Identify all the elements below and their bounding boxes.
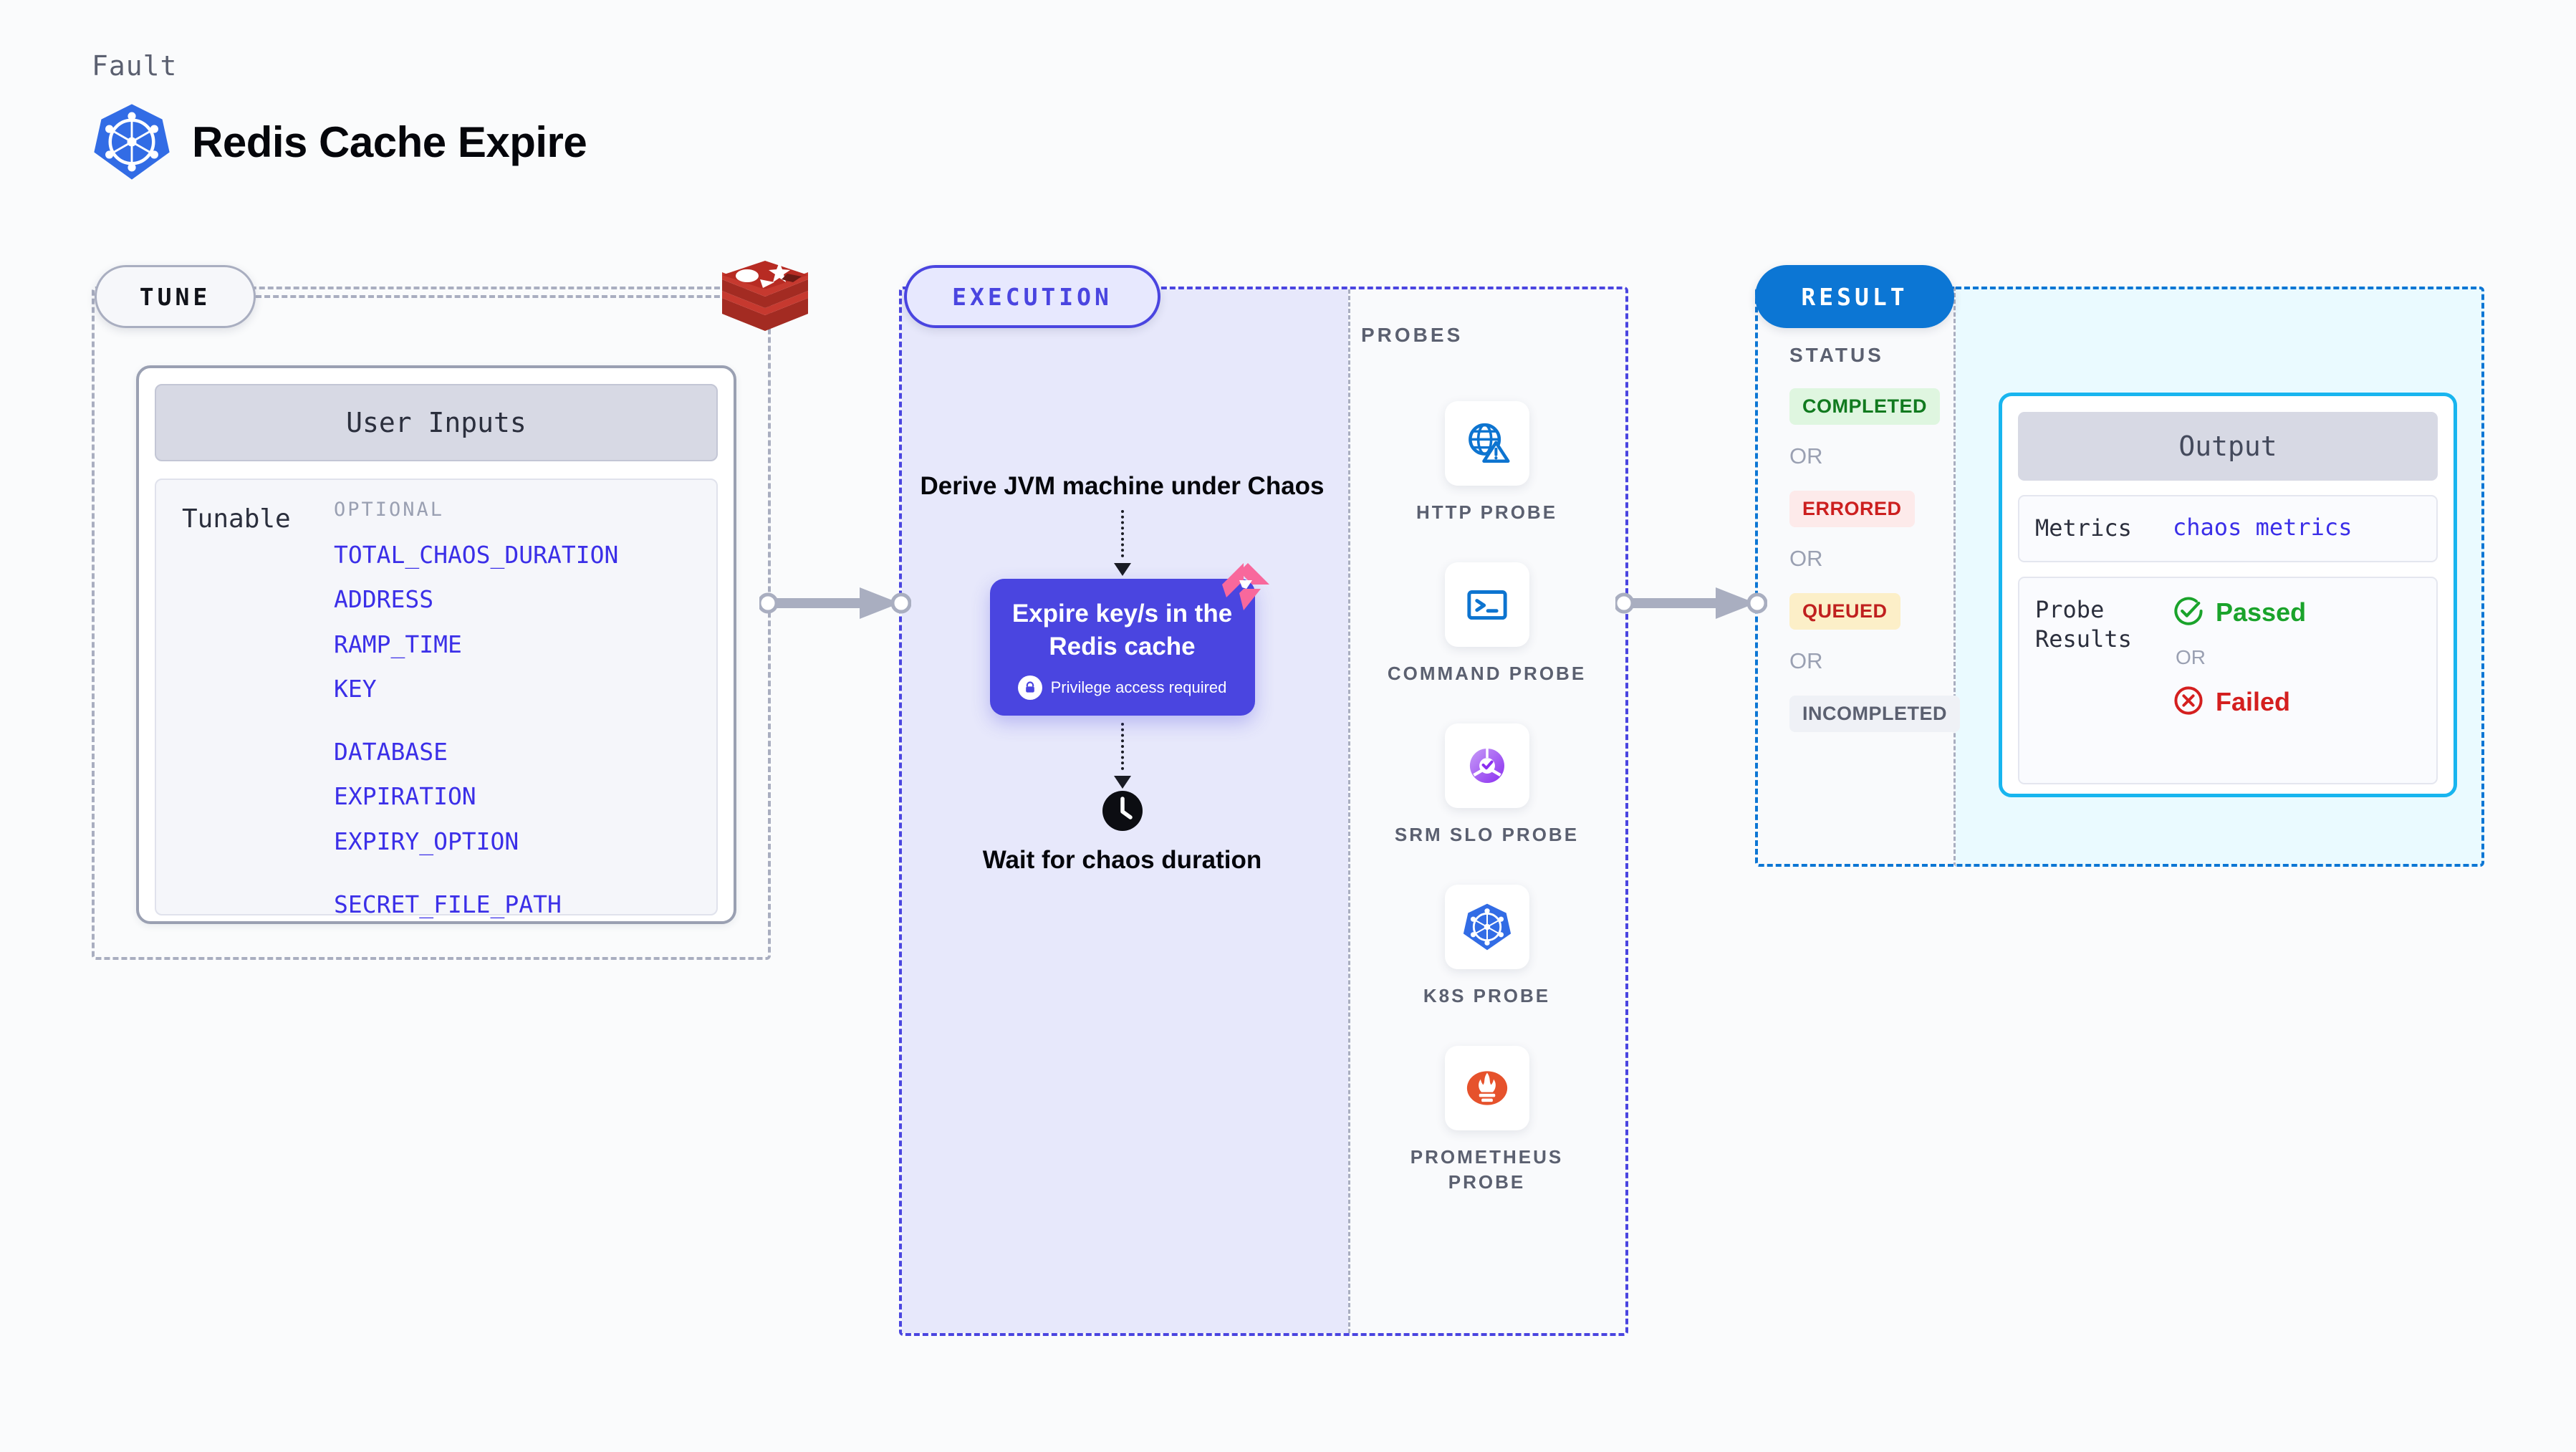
chaos-action-card[interactable]: Expire key/s in the Redis cache Privileg… bbox=[989, 579, 1255, 716]
probe-result-passed-label: Passed bbox=[2216, 597, 2307, 628]
flow-arrow-2 bbox=[1113, 776, 1131, 789]
page-title: Redis Cache Expire bbox=[192, 117, 587, 166]
probe-label-http: HTTP PROBE bbox=[1416, 501, 1558, 523]
terminal-icon bbox=[1444, 562, 1529, 648]
probe-item-k8s[interactable]: K8S PROBE bbox=[1383, 885, 1591, 1009]
lock-icon bbox=[1017, 675, 1042, 701]
flow-arrow-1 bbox=[1113, 563, 1131, 577]
wait-step-label: Wait for chaos duration bbox=[982, 846, 1262, 875]
privilege-note-row: Privilege access required bbox=[1006, 675, 1239, 701]
probe-label-prometheus: PROMETHEUS PROBE bbox=[1410, 1146, 1564, 1193]
probe-result-passed: Passed bbox=[2173, 595, 2306, 630]
tunable-label: Tunable bbox=[182, 504, 291, 534]
status-badge-incompleted: INCOMPLETED bbox=[1789, 696, 1961, 732]
user-inputs-card: User Inputs Tunable OPTIONAL TOTAL_CHAOS… bbox=[136, 365, 736, 924]
execution-to-result-arrow bbox=[1613, 582, 1768, 625]
status-badge-errored: ERRORED bbox=[1789, 491, 1915, 527]
redis-icon bbox=[719, 252, 812, 344]
status-or-3: OR bbox=[1789, 648, 1823, 673]
tunable-param-ramp-time[interactable]: RAMP_TIME bbox=[334, 630, 462, 658]
tunable-param-key[interactable]: KEY bbox=[334, 674, 377, 703]
status-column bbox=[1755, 287, 1956, 867]
flow-connector-2 bbox=[1120, 723, 1124, 771]
status-badge-completed: COMPLETED bbox=[1789, 388, 1941, 425]
output-card: Output Metrics chaos metrics Probe Resul… bbox=[1999, 393, 2457, 797]
probe-result-or: OR bbox=[2176, 645, 2206, 668]
tunable-param-total-chaos-duration[interactable]: TOTAL_CHAOS_DURATION bbox=[334, 541, 619, 569]
fault-kind-label: Fault bbox=[92, 50, 178, 82]
tunable-param-secret-file-path[interactable]: SECRET_FILE_PATH bbox=[334, 890, 562, 919]
status-or-1: OR bbox=[1789, 443, 1823, 468]
tunable-param-expiry-option[interactable]: EXPIRY_OPTION bbox=[334, 827, 519, 855]
probe-label-command: COMMAND PROBE bbox=[1387, 663, 1587, 685]
tune-logo-connector-line bbox=[256, 295, 729, 298]
execution-section-badge: EXECUTION bbox=[904, 265, 1160, 328]
status-panel: STATUS COMPLETED OR ERRORED OR QUEUED OR… bbox=[1755, 287, 1961, 867]
chaos-fault-ribbon-icon bbox=[1218, 559, 1274, 615]
result-section-badge: RESULT bbox=[1755, 265, 1954, 328]
probe-item-command[interactable]: COMMAND PROBE bbox=[1383, 562, 1591, 686]
chaos-action-wrapper: Expire key/s in the Redis cache Privileg… bbox=[989, 563, 1269, 716]
output-probe-results-row: Probe Results Passed OR bbox=[2018, 576, 2438, 784]
kubernetes-icon bbox=[1444, 885, 1529, 970]
status-section-label: STATUS bbox=[1789, 344, 1884, 366]
fault-title-row: Redis Cache Expire bbox=[92, 102, 587, 182]
privilege-note-text: Privilege access required bbox=[1050, 678, 1227, 697]
tunable-parameters-card: Tunable OPTIONAL TOTAL_CHAOS_DURATION AD… bbox=[155, 479, 718, 918]
optional-group-label: OPTIONAL bbox=[334, 499, 445, 521]
tunable-param-database[interactable]: DATABASE bbox=[334, 738, 448, 766]
probe-label-k8s: K8S PROBE bbox=[1423, 985, 1551, 1007]
probes-panel: PROBES HTTP PROBE bbox=[1345, 287, 1628, 1336]
flow-connector-1 bbox=[1120, 510, 1124, 558]
probe-item-prometheus[interactable]: PROMETHEUS PROBE bbox=[1383, 1046, 1591, 1195]
status-badge-queued: QUEUED bbox=[1789, 593, 1900, 630]
tunable-param-address[interactable]: ADDRESS bbox=[334, 585, 434, 614]
globe-warning-icon bbox=[1444, 401, 1529, 486]
status-or-2: OR bbox=[1789, 546, 1823, 571]
probe-result-failed-label: Failed bbox=[2216, 687, 2291, 717]
tunable-parameter-list: OPTIONAL TOTAL_CHAOS_DURATION ADDRESS RA… bbox=[334, 499, 703, 918]
chaos-action-title: Expire key/s in the Redis cache bbox=[1011, 600, 1233, 660]
probe-label-srm-slo: SRM SLO PROBE bbox=[1394, 824, 1580, 846]
user-inputs-title: User Inputs bbox=[155, 384, 718, 461]
kubernetes-icon bbox=[92, 102, 172, 182]
probes-list: HTTP PROBE COMMAND PROBE bbox=[1345, 401, 1628, 1196]
execution-flow: Derive JVM machine under Chaos Expire ke… bbox=[899, 287, 1345, 1336]
output-title: Output bbox=[2018, 412, 2438, 481]
page-header: Fault bbox=[92, 50, 587, 182]
output-metrics-key: Metrics bbox=[2035, 514, 2132, 542]
probes-section-label: PROBES bbox=[1361, 324, 1464, 346]
clock-icon bbox=[1100, 789, 1145, 833]
x-circle-icon bbox=[2173, 685, 2204, 720]
derive-step-label: Derive JVM machine under Chaos bbox=[920, 472, 1325, 500]
prometheus-icon bbox=[1444, 1046, 1529, 1131]
probe-item-srm-slo[interactable]: SRM SLO PROBE bbox=[1383, 723, 1591, 847]
tunable-param-expiration[interactable]: EXPIRATION bbox=[334, 782, 476, 811]
srm-slo-donut-icon bbox=[1444, 723, 1529, 809]
tune-section-container bbox=[92, 287, 771, 960]
output-metrics-value[interactable]: chaos metrics bbox=[2173, 514, 2352, 541]
output-probe-results-values: Passed OR Failed bbox=[2157, 595, 2306, 720]
tune-section-badge: TUNE bbox=[95, 265, 256, 328]
probe-result-failed: Failed bbox=[2173, 685, 2306, 720]
tune-to-execution-arrow bbox=[757, 582, 912, 625]
probe-item-http[interactable]: HTTP PROBE bbox=[1383, 401, 1591, 525]
output-probe-results-key: Probe Results bbox=[2035, 595, 2132, 653]
output-metrics-row: Metrics chaos metrics bbox=[2018, 495, 2438, 562]
check-circle-icon bbox=[2173, 595, 2204, 630]
